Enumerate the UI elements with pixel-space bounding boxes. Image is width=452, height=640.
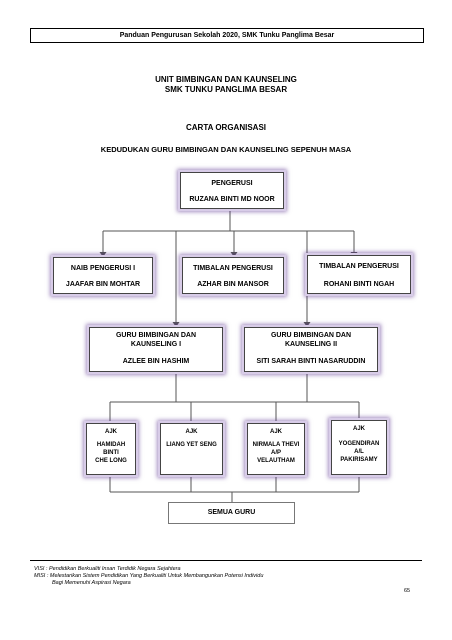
guru-bk-1-name: AZLEE BIN HASHIM [122, 358, 190, 365]
ajk-4-name-line1: YOGENDIRAN [338, 441, 380, 447]
ajk-1-name-line3: CHE LONG [95, 458, 127, 464]
timbalan-pengerusi-2-name: ROHANI BINTI NGAH [323, 281, 395, 288]
unit-title: UNIT BIMBINGAN DAN KAUNSELING [155, 75, 297, 84]
misi-text: MISI : Melestarikan Sistem Pendidikan Ya… [34, 573, 264, 579]
timbalan-pengerusi-2-box: TIMBALAN PENGERUSI ROHANI BINTI NGAH [307, 255, 411, 294]
ajk-3-name-line3: VELAUTHAM [257, 458, 295, 464]
timbalan-pengerusi-2-role: TIMBALAN PENGERUSI [319, 263, 399, 270]
guru-bk-2-name: SITI SARAH BINTI NASARUDDIN [256, 358, 366, 365]
visi-text: VISI : Pendidikan Berkualiti Insan Terdi… [34, 566, 181, 572]
guru-bk-1-role-line2: KAUNSELING I [130, 341, 182, 348]
semua-guru-box: SEMUA GURU [168, 502, 295, 524]
ajk-2-name-line1: LIANG YET SENG [166, 442, 217, 448]
ajk-4-role: AJK [352, 426, 365, 432]
pengerusi-name: RUZANA BINTI MD NOOR [189, 196, 275, 203]
ajk-1-role: AJK [104, 429, 117, 435]
guru-bk-1-role-line1: GURU BIMBINGAN DAN [115, 332, 197, 339]
naib-pengerusi-box: NAIB PENGERUSI I JAAFAR BIN MOHTAR [53, 257, 153, 294]
timbalan-pengerusi-1-role: TIMBALAN PENGERUSI [193, 265, 273, 272]
timbalan-pengerusi-1-box: TIMBALAN PENGERUSI AZHAR BIN MANSOR [182, 257, 284, 294]
ajk-box-1: AJK HAMIDAH BINTI CHE LONG [86, 423, 136, 475]
ajk-3-name-line2: A/P [270, 450, 281, 456]
ajk-box-2: AJK LIANG YET SENG [160, 423, 223, 475]
ajk-3-name-line1: NIRMALA THEVI [252, 442, 300, 448]
ajk-4-name-line2: A/L [354, 449, 364, 455]
timbalan-pengerusi-1-name: AZHAR BIN MANSOR [197, 281, 269, 288]
misi-text-continued: Bagi Memenuhi Aspirasi Negara [52, 580, 131, 586]
chart-heading: KEDUDUKAN GURU BIMBINGAN DAN KAUNSELING … [100, 145, 352, 154]
guru-bk-2-box: GURU BIMBINGAN DAN KAUNSELING II SITI SA… [244, 327, 378, 372]
pengerusi-role: PENGERUSI [211, 180, 253, 187]
guru-bk-2-role-line1: GURU BIMBINGAN DAN [270, 332, 352, 339]
ajk-box-4: AJK YOGENDIRAN A/L PAKIRISAMY [331, 420, 387, 475]
page-number: 65 [404, 588, 411, 594]
page-header: Panduan Pengurusan Sekolah 2020, SMK Tun… [30, 28, 424, 43]
guru-bk-2-role-line2: KAUNSELING II [284, 341, 338, 348]
ajk-3-role: AJK [269, 429, 282, 435]
naib-pengerusi-name: JAAFAR BIN MOHTAR [65, 281, 141, 288]
ajk-4-name-line3: PAKIRISAMY [340, 457, 378, 463]
ajk-2-role: AJK [185, 429, 198, 435]
footer-divider [30, 560, 422, 561]
naib-pengerusi-role: NAIB PENGERUSI I [70, 265, 136, 272]
ajk-box-3: AJK NIRMALA THEVI A/P VELAUTHAM [247, 423, 305, 475]
ajk-1-name-line1: HAMIDAH [96, 442, 126, 448]
chart-subtitle: CARTA ORGANISASI [186, 123, 266, 132]
school-title: SMK TUNKU PANGLIMA BESAR [164, 85, 288, 94]
ajk-1-name-line2: BINTI [103, 450, 119, 456]
pengerusi-box: PENGERUSI RUZANA BINTI MD NOOR [180, 172, 284, 209]
guru-bk-1-box: GURU BIMBINGAN DAN KAUNSELING I AZLEE BI… [89, 327, 223, 372]
